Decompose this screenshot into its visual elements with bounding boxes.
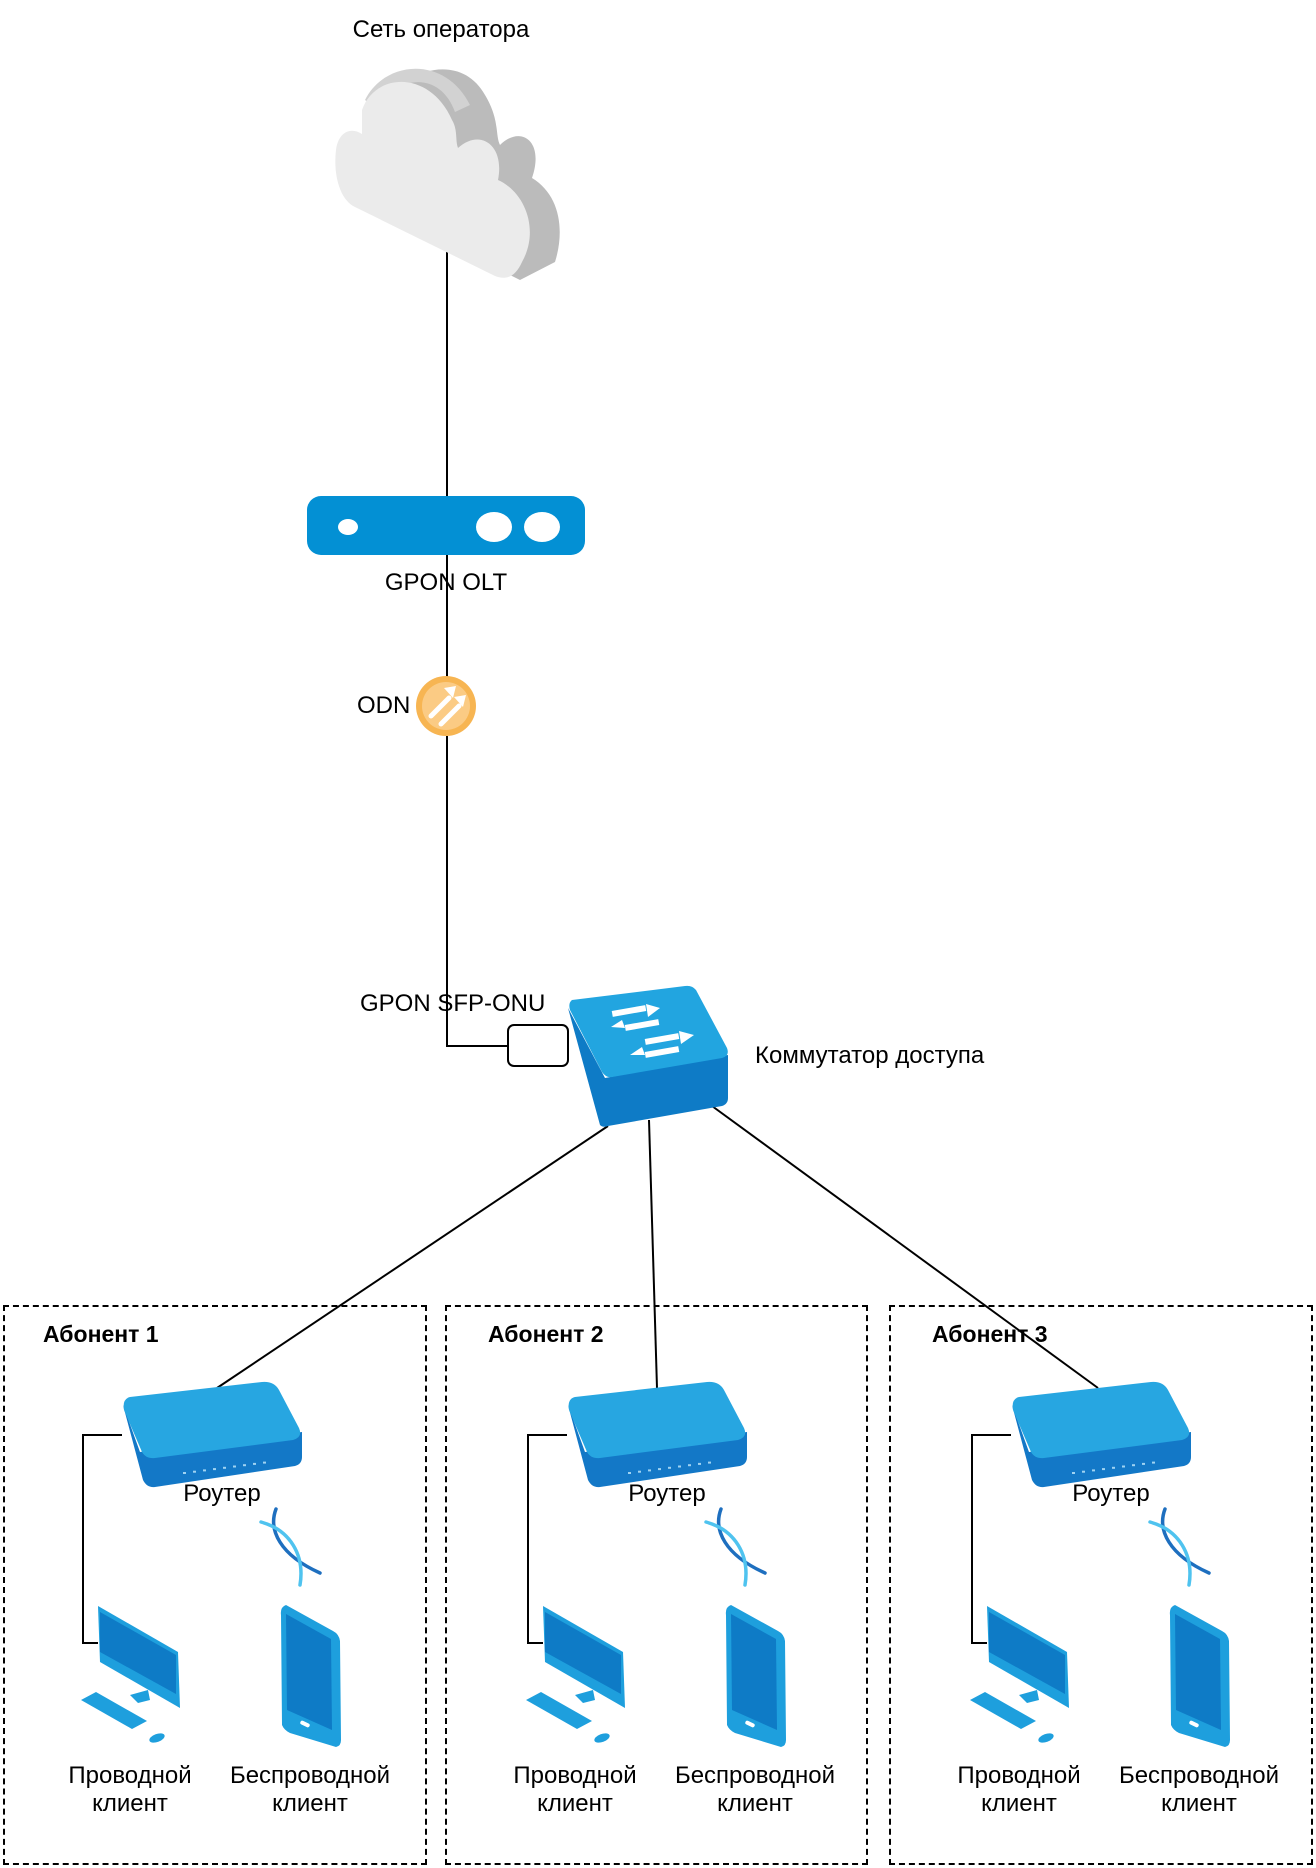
router-icon	[568, 1381, 747, 1488]
wireless-signal-icon	[1148, 1507, 1211, 1587]
wireless-client-label-line-2: клиент	[1161, 1790, 1237, 1817]
olt-label: GPON OLT	[384, 569, 508, 596]
wireless-signal-icon	[704, 1507, 767, 1587]
olt-device-icon	[307, 496, 585, 555]
wired-client-label-line-1: Проводной	[68, 1762, 192, 1789]
wireless-client-label-line-2: клиент	[272, 1790, 348, 1817]
router-label: Роутер	[628, 1480, 706, 1507]
odn-splitter-icon	[416, 676, 476, 736]
wired-client-label-line-2: клиент	[92, 1790, 168, 1817]
link-switch-router-2	[648, 1119, 658, 1389]
subscriber-title: Абонент 2	[488, 1321, 604, 1347]
wired-client-label-line-1: Проводной	[513, 1762, 637, 1789]
sfp-label: GPON SFP-ONU	[360, 990, 546, 1017]
desktop-computer-icon	[526, 1606, 625, 1743]
subscriber-group-2	[445, 1305, 868, 1865]
subscriber-2-devices	[526, 1381, 786, 1747]
router-icon	[123, 1381, 302, 1488]
wired-client-label-line-2: клиент	[537, 1790, 613, 1817]
smartphone-icon	[725, 1605, 786, 1747]
sfp-module-icon	[507, 1024, 569, 1067]
subscriber-title: Абонент 1	[43, 1321, 159, 1347]
desktop-computer-icon	[81, 1606, 180, 1743]
odn-label: ODN	[357, 692, 411, 719]
subscriber-3-devices	[970, 1381, 1230, 1747]
link-odn-sfp	[446, 736, 508, 1047]
wired-client-label-line-1: Проводной	[957, 1762, 1081, 1789]
wireless-client-label-line-1: Беспроводной	[1118, 1762, 1280, 1789]
wireless-client-label-line-2: клиент	[717, 1790, 793, 1817]
router-icon	[1012, 1381, 1191, 1488]
subscriber-group-3	[889, 1305, 1313, 1865]
link-router-wired-client	[971, 1434, 1011, 1644]
smartphone-icon	[1169, 1605, 1230, 1747]
link-router-wired-client	[82, 1434, 122, 1644]
wireless-client-label-line-1: Беспроводной	[229, 1762, 391, 1789]
subscriber-group-1	[3, 1305, 427, 1865]
router-label: Роутер	[183, 1480, 261, 1507]
switch-label: Коммутатор доступа	[755, 1042, 985, 1069]
wireless-signal-icon	[259, 1507, 322, 1587]
desktop-computer-icon	[970, 1606, 1069, 1743]
link-switch-router-3	[711, 1105, 1099, 1389]
cloud-icon	[335, 68, 560, 280]
switch-icon	[568, 985, 728, 1127]
router-label: Роутер	[1072, 1480, 1150, 1507]
subscriber-title: Абонент 3	[932, 1321, 1048, 1347]
wired-client-label-line-2: клиент	[981, 1790, 1057, 1817]
wireless-client-label-line-1: Беспроводной	[674, 1762, 836, 1789]
subscriber-1-devices	[81, 1381, 341, 1747]
link-router-wired-client	[527, 1434, 567, 1644]
link-switch-router-1	[216, 1125, 609, 1389]
smartphone-icon	[280, 1605, 341, 1747]
cloud-label: Сеть оператора	[352, 16, 530, 43]
